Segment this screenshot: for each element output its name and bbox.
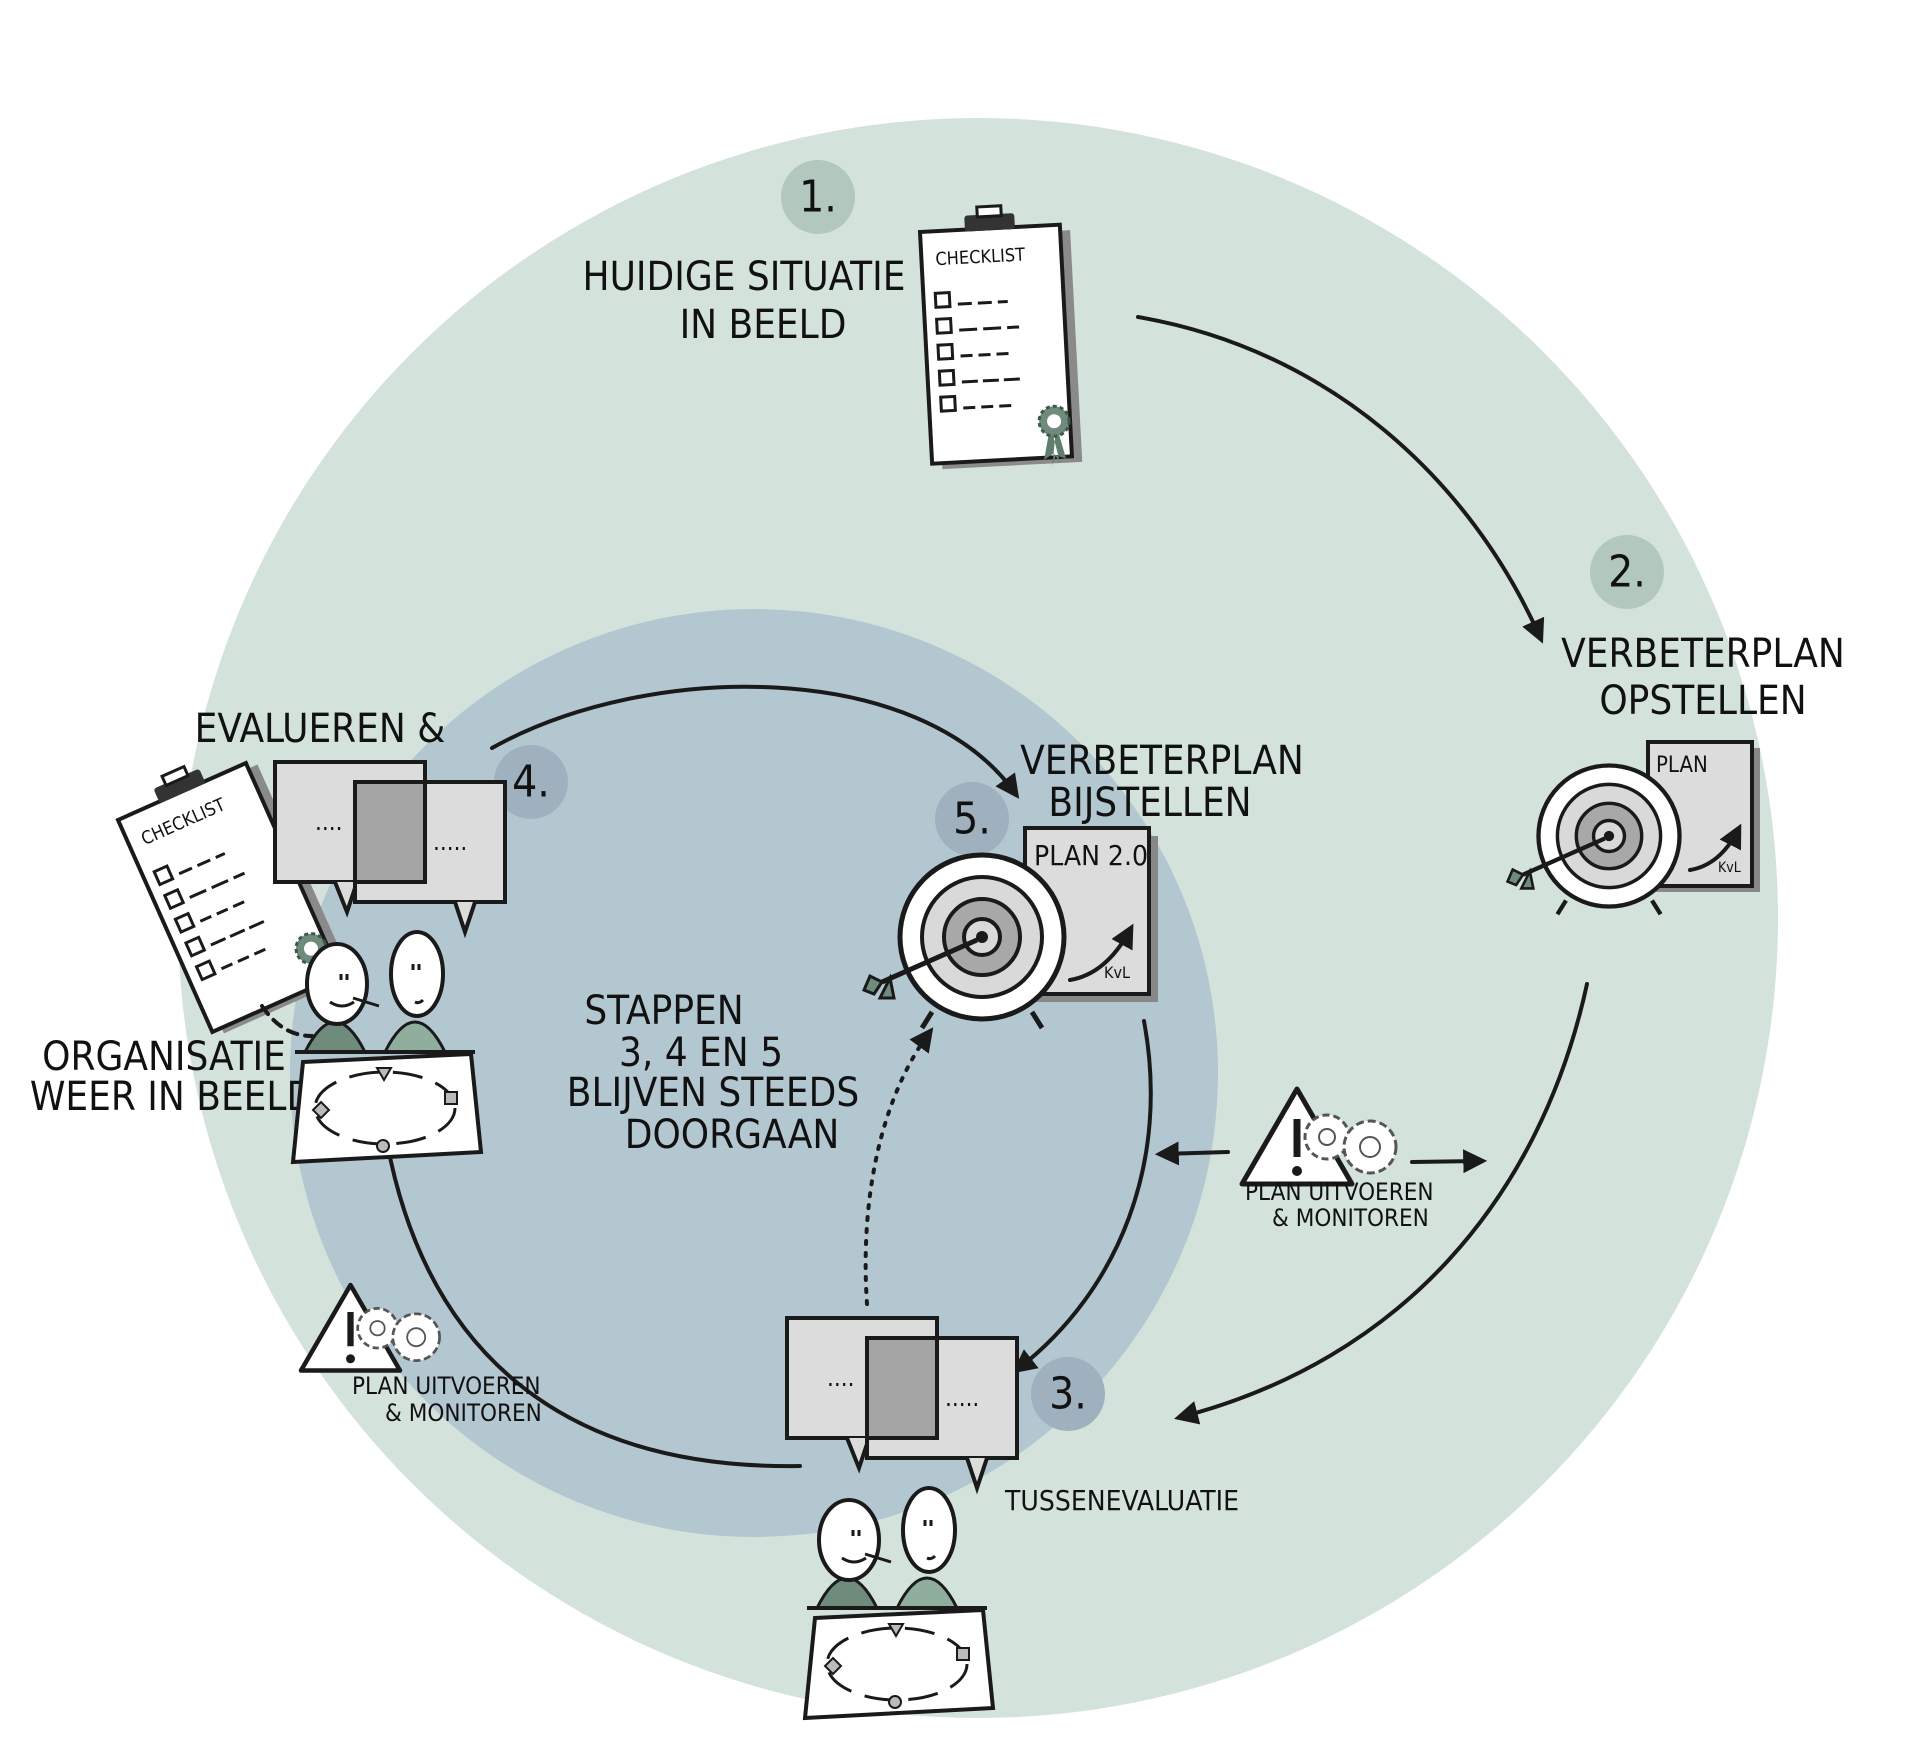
step-4: 4. EVALUEREN & ORGANISATIE WEER IN BEELD…: [30, 706, 568, 1164]
arrow-execute-right: [1410, 1149, 1488, 1174]
arrow-step2-to-step3: [1174, 982, 1589, 1425]
svg-text:PLAN 2.0: PLAN 2.0: [1034, 839, 1148, 872]
svg-text:CHECKLIST: CHECKLIST: [935, 245, 1026, 271]
center-note: STAPPEN 3, 4 EN 5 BLIJVEN STEEDS DOORGAA…: [567, 988, 859, 1158]
arrow-step1-to-step2: [1136, 315, 1545, 644]
step-3: 3. TUSSENEVALUATIE .... .....: [785, 1316, 1239, 1720]
arrow-execute-left: [1154, 1141, 1230, 1166]
execute-label-line: & MONITOREN: [385, 1399, 542, 1427]
step-5: 5. VERBETERPLAN BIJSTELLEN PLAN 2.0 KvL: [864, 738, 1304, 1028]
svg-text:PLAN: PLAN: [1656, 753, 1708, 778]
step-2: 2. VERBETERPLAN OPSTELLEN PLAN KvL: [1508, 535, 1845, 914]
execute-label-line: & MONITOREN: [1272, 1204, 1429, 1232]
step-badge: [1031, 1357, 1105, 1431]
step-badge: [494, 745, 568, 819]
center-note-line: 3, 4 EN 5: [619, 1030, 783, 1076]
svg-text:....: ....: [315, 808, 342, 836]
step-title-line: VERBETERPLAN: [1561, 631, 1845, 677]
step-badge: [1590, 535, 1664, 609]
svg-text:.....: .....: [433, 828, 467, 856]
center-note-line: BLIJVEN STEEDS: [567, 1070, 859, 1116]
center-note-line: STAPPEN: [584, 988, 743, 1034]
dotted-arrow-step3-to-step5: [863, 1027, 934, 1306]
execute-monitor-right: PLAN UITVOEREN & MONITOREN: [1242, 1089, 1433, 1232]
execute-monitor-left: PLAN UITVOEREN & MONITOREN: [301, 1285, 542, 1427]
checklist-icon: CHECKLIST: [107, 736, 355, 1042]
step-1: 1. HUIDIGE SITUATIE IN BEELD CHECKLIST: [583, 160, 1083, 472]
step-title-line: TUSSENEVALUATIE: [1004, 1484, 1239, 1517]
step-title-line: BIJSTELLEN: [1048, 780, 1251, 826]
step-title-line: VERBETERPLAN: [1020, 738, 1304, 784]
step-badge: [781, 160, 855, 234]
people-discussion-icon: .... .....: [785, 1316, 1019, 1720]
step-number: 2.: [1608, 547, 1646, 598]
step-badge: [935, 782, 1009, 856]
step-title-line: IN BEELD: [680, 302, 847, 348]
step-title-line: ORGANISATIE: [42, 1034, 286, 1080]
people-discussion-icon: .... .....: [273, 760, 507, 1164]
arrow-step4-to-step5: [490, 684, 1020, 799]
execute-label-line: PLAN UITVOEREN: [1245, 1178, 1433, 1206]
step-number: 5.: [953, 794, 991, 845]
center-note-line: DOORGAAN: [625, 1112, 840, 1158]
step-title-line: HUIDIGE SITUATIE: [583, 254, 906, 300]
svg-text:.....: .....: [945, 1384, 979, 1412]
arrow-step5-to-step3: [1012, 1019, 1153, 1374]
svg-text:KvL: KvL: [1104, 963, 1130, 982]
step-title-line: WEER IN BEELD: [30, 1074, 314, 1120]
svg-text:KvL: KvL: [1718, 860, 1741, 876]
step-number: 4.: [512, 757, 550, 808]
step-title-line: EVALUEREN &: [195, 706, 446, 752]
svg-text:....: ....: [827, 1364, 854, 1392]
step-number: 1.: [799, 172, 837, 223]
arrow-step3-to-step4: [374, 1117, 802, 1469]
checklist-icon: CHECKLIST: [919, 202, 1083, 471]
execute-label-line: PLAN UITVOEREN: [352, 1372, 540, 1400]
step-number: 3.: [1049, 1369, 1087, 1420]
step-title-line: OPSTELLEN: [1599, 678, 1806, 724]
